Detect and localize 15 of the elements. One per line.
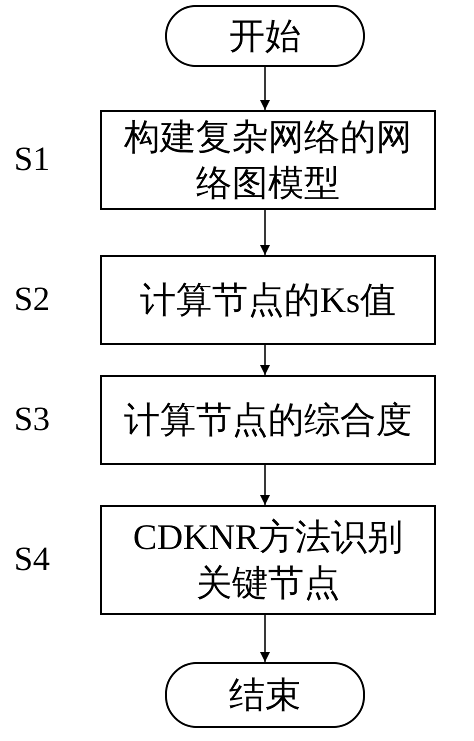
step-label: S2: [14, 280, 50, 320]
process-box: 计算节点的Ks值: [100, 255, 436, 345]
step-label: S1: [14, 140, 50, 180]
arrow: [260, 615, 270, 662]
step-label: S3: [14, 400, 50, 440]
arrow: [260, 210, 270, 255]
step-label: S4: [14, 540, 50, 580]
terminal-box: 结束: [165, 662, 365, 728]
arrow: [260, 465, 270, 505]
arrow: [260, 345, 270, 375]
arrow: [260, 67, 270, 110]
process-box: CDKNR方法识别关键节点: [100, 505, 436, 615]
process-box: 构建复杂网络的网络图模型: [100, 110, 436, 210]
process-box: 计算节点的综合度: [100, 375, 436, 465]
terminal-box: 开始: [165, 5, 365, 67]
